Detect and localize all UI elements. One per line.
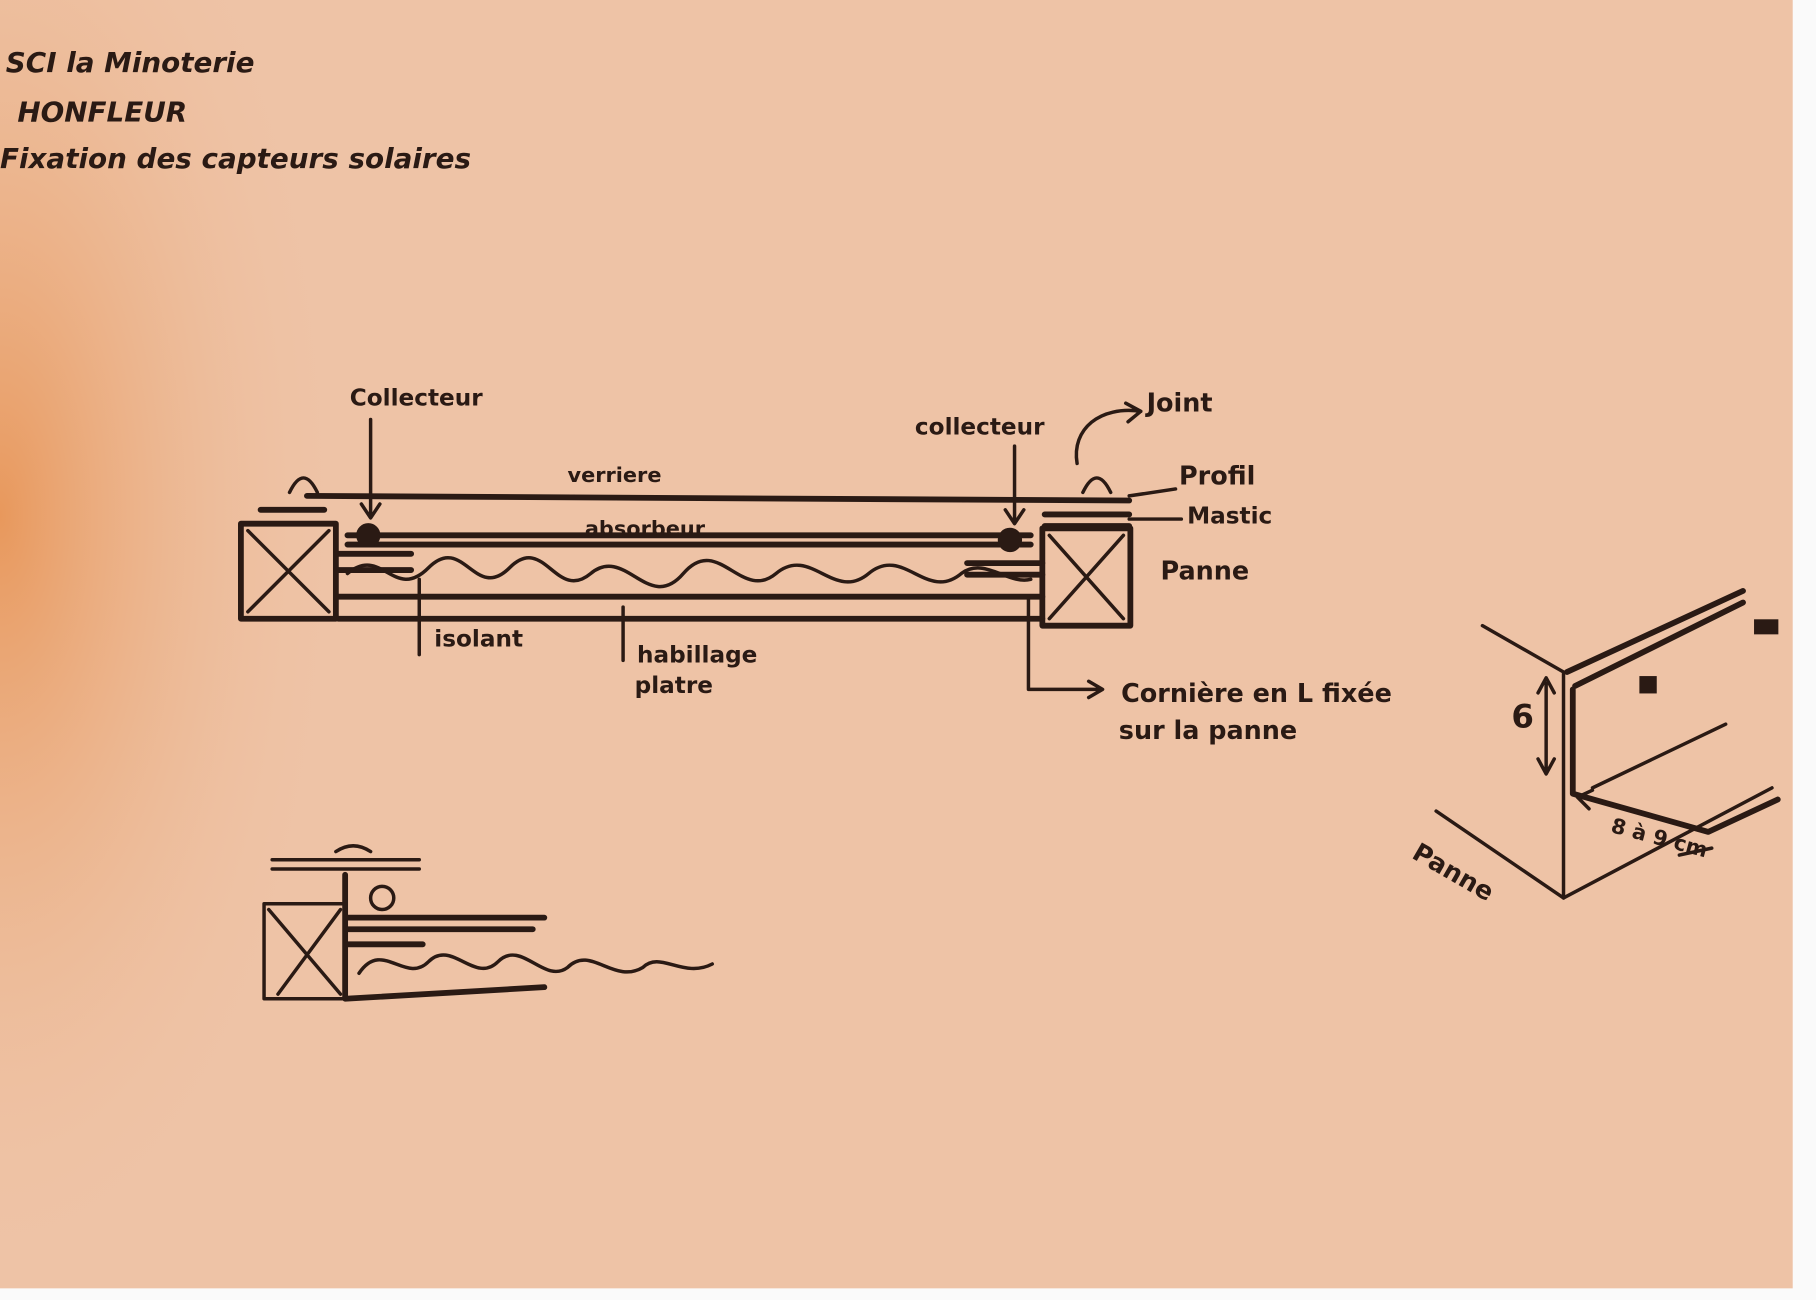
label-verriere: verriere: [568, 463, 662, 487]
collecteur-pipe-right: [997, 527, 1023, 553]
profil-mastic: [1041, 511, 1133, 529]
isolant-wave: [345, 556, 1033, 589]
label-panne: Panne: [1160, 556, 1249, 586]
fixing-bolt: [1639, 676, 1657, 694]
joint-arrow: [1074, 401, 1143, 466]
label-platre: platre: [635, 673, 713, 699]
sketch-title: Fixation des capteurs solaires: [0, 142, 471, 175]
label-corniere-1: Cornière en L fixée: [1121, 679, 1392, 709]
verriere-glass: [257, 493, 1133, 513]
fixing-bolt: [1754, 619, 1779, 635]
corniere-supports: [332, 550, 1046, 578]
label-absorbeur: absorbeur: [585, 516, 706, 540]
label-joint: Joint: [1145, 388, 1213, 418]
label-collecteur-left: Collecteur: [350, 386, 483, 412]
label-collecteur-right: collecteur: [915, 414, 1045, 440]
joint-left: [287, 476, 1113, 495]
cross-section-labels: Collecteur collecteur Joint verriere Pro…: [350, 386, 1392, 747]
label-corniere-2: sur la panne: [1119, 716, 1297, 746]
cross-section: [238, 476, 1134, 629]
label-mastic: Mastic: [1187, 504, 1272, 530]
project-name: SCI la Minoterie: [6, 46, 255, 79]
label-isolant: isolant: [434, 627, 523, 653]
label-habillage: habillage: [637, 643, 757, 669]
habillage-platre-line: [335, 593, 1046, 622]
width-dimension-arrow: [1575, 788, 1714, 857]
height-dimension-arrow: [1536, 676, 1556, 776]
absorbeur-plate: [344, 532, 1034, 548]
height-label: 6: [1511, 698, 1534, 736]
paper-stain: [0, 0, 580, 1289]
project-city: HONFLEUR: [17, 96, 187, 129]
collecteur-pipe-left: [356, 523, 381, 548]
detail-sketch-small: [262, 844, 715, 1002]
corniere-arrow: [1026, 594, 1105, 700]
label-profil: Profil: [1179, 461, 1255, 491]
header-text: SCI la Minoterie HONFLEUR Fixation des c…: [0, 46, 471, 175]
